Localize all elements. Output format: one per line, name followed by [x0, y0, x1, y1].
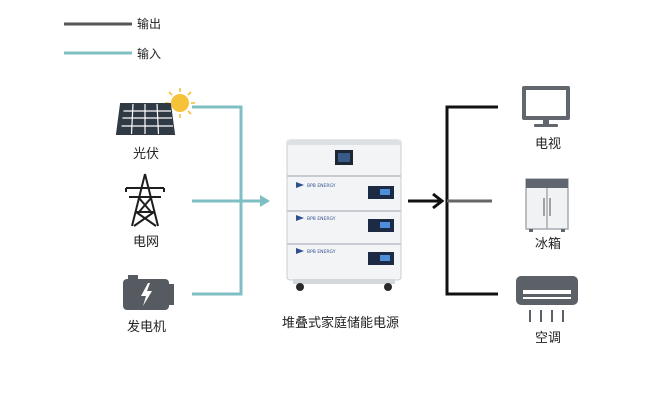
input-connectors: [192, 105, 266, 296]
solar-panel-icon: [115, 88, 195, 135]
legend-input-label: 输入: [137, 47, 162, 61]
load-label-tv: 电视: [535, 137, 562, 152]
generator-icon: [123, 275, 174, 310]
battery-stack-icon: [286, 139, 402, 291]
battery-brand-text-1: BPB ENERGY: [307, 183, 336, 189]
source-label-generator: 发电机: [127, 320, 167, 335]
storage-label: 堆叠式家庭储能电源: [282, 316, 400, 331]
air-conditioner-icon: [516, 276, 578, 322]
load-label-ac: 空调: [535, 331, 562, 346]
tv-icon: [522, 86, 570, 127]
source-label-solar: 光伏: [133, 147, 160, 162]
source-label-grid: 电网: [133, 235, 160, 250]
battery-brand-text-3: BPB ENERGY: [307, 249, 336, 255]
load-label-fridge: 冰箱: [535, 237, 562, 252]
power-tower-icon: [125, 173, 165, 227]
output-arrow-head: [432, 192, 445, 210]
fridge-icon: [525, 178, 569, 232]
legend-output-label: 输出: [137, 17, 162, 31]
battery-brand-text-2: BPB ENERGY: [307, 216, 336, 222]
input-arrow-head: [260, 195, 270, 207]
